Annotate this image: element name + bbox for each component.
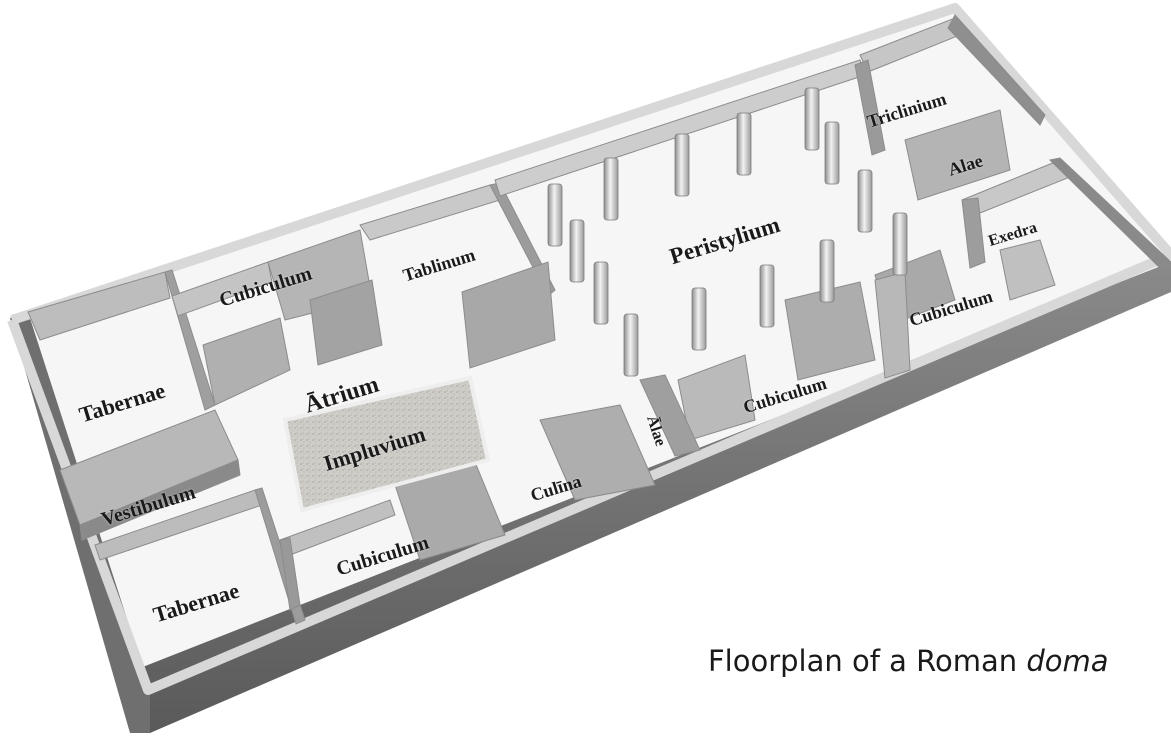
figure-caption: Floorplan of a Roman doma — [708, 644, 1109, 678]
outer-rim — [7, 3, 1171, 695]
right-wing-walls — [494, 14, 1171, 501]
front-exterior-wall — [130, 262, 1171, 733]
caption-text: Floorplan of a Roman — [708, 644, 1027, 678]
house-floor — [15, 12, 1171, 700]
caption-emphasis: doma — [1026, 644, 1109, 678]
impluvium-basin — [282, 375, 491, 513]
left-wing-walls — [27, 182, 556, 625]
peristylium-columns — [547, 87, 908, 377]
